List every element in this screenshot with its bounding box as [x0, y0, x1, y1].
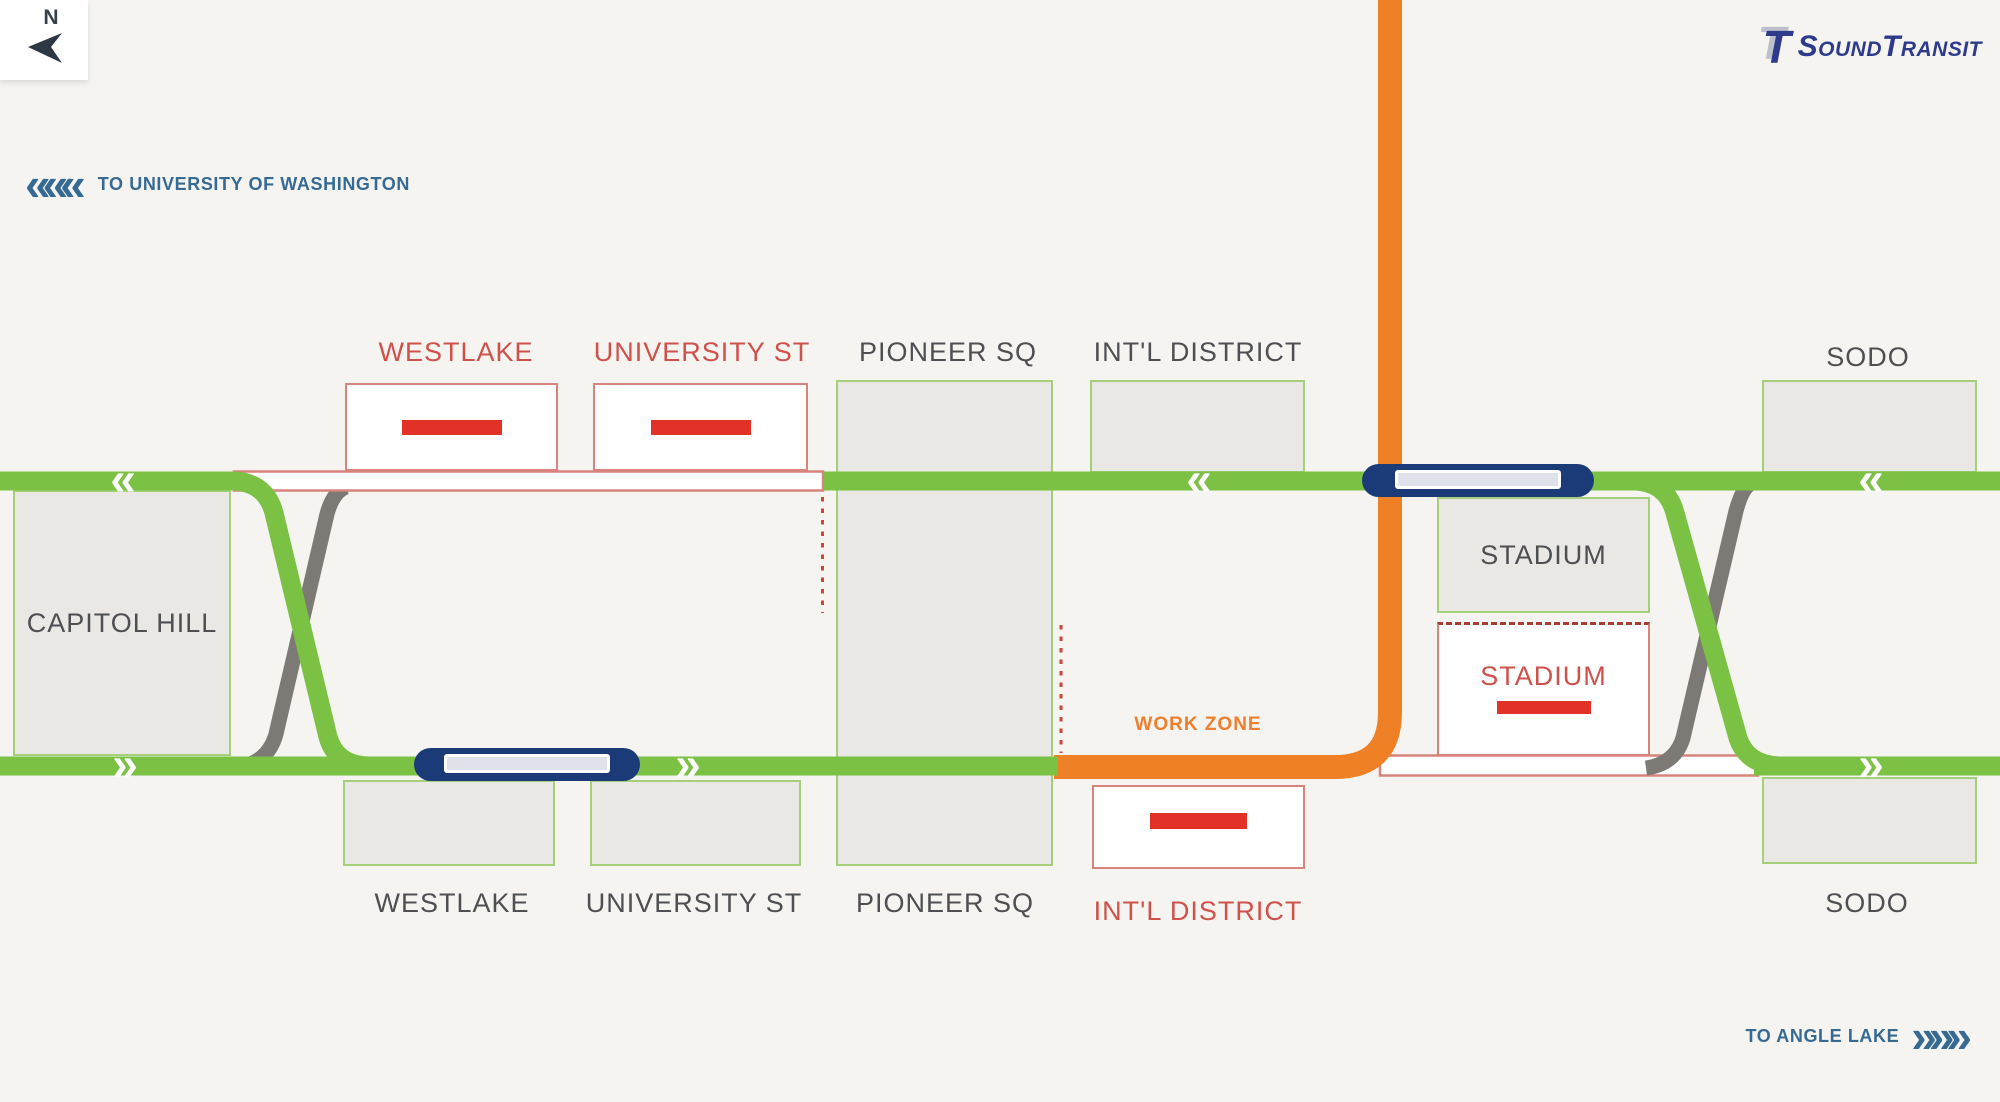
chevron-right-icon: »	[1858, 737, 1884, 790]
station-label-capitol-hill: CAPITOL HILL	[26, 607, 218, 638]
triple-chevron-right-icon: »»»	[1911, 1010, 1972, 1062]
direction-label: TO UNIVERSITY OF WASHINGTON	[97, 174, 410, 195]
gray-crossover-left	[236, 480, 350, 775]
work-zone-label: WORK ZONE	[1134, 714, 1262, 735]
station-box-stadium: STADIUM	[1437, 497, 1650, 613]
station-label-university-st-bottom: UNIVERSITY ST	[585, 888, 803, 918]
chevron-right-icon: »	[112, 737, 138, 790]
compass: N	[0, 0, 88, 80]
train-icon-window	[444, 754, 610, 773]
station-label-pioneer-sq-bottom: PIONEER SQ	[855, 888, 1035, 918]
closed-station-dash-stadium	[1496, 701, 1591, 714]
sound-transit-wordmark: SoundTransit	[1797, 30, 1982, 63]
closed-track-top	[232, 470, 825, 492]
station-label-westlake-top: WESTLAKE	[378, 337, 534, 367]
sound-transit-logo-mark: T	[1762, 21, 1791, 73]
closed-track-bottom	[1378, 754, 1760, 777]
station-label-pioneer-sq-top: PIONEER SQ	[858, 337, 1038, 367]
station-box-pioneer-sq	[836, 380, 1053, 866]
station-box-westlake-bottom	[343, 780, 555, 866]
north-arrow-icon	[28, 33, 62, 63]
direction-to-angle-lake: TO ANGLE LAKE »»»	[1745, 1010, 1972, 1062]
closed-station-box-stadium: STADIUM	[1437, 622, 1650, 756]
station-label-westlake-bottom: WESTLAKE	[374, 888, 530, 918]
sound-transit-logo: T SoundTransit	[1763, 24, 1982, 70]
chevron-left-icon: «	[110, 452, 136, 505]
station-box-sodo-bottom	[1762, 777, 1977, 864]
train-icon-bottom	[414, 748, 640, 781]
chevron-left-icon: «	[1858, 452, 1884, 505]
closed-station-dash-intl-district	[1150, 813, 1247, 829]
triple-chevron-left-icon: «««	[25, 158, 86, 210]
direction-label: TO ANGLE LAKE	[1745, 1026, 1900, 1047]
station-label-university-st-top: UNIVERSITY ST	[593, 337, 811, 367]
train-icon-window	[1395, 470, 1561, 489]
station-label-intl-district-top: INT'L DISTRICT	[1093, 337, 1303, 367]
closed-station-label-stadium: STADIUM	[1480, 661, 1607, 691]
station-box-university-st-bottom	[590, 780, 801, 866]
closed-station-box-intl-district	[1092, 785, 1305, 869]
station-box-sodo-top	[1762, 380, 1977, 473]
closed-station-dash-university-st	[650, 419, 751, 435]
compass-north-label: N	[43, 6, 59, 29]
station-label-stadium: STADIUM	[1480, 539, 1607, 570]
closed-station-box-university-st	[593, 383, 808, 471]
chevron-left-icon: «	[1186, 452, 1212, 505]
station-label-sodo-top: SODO	[1826, 342, 1910, 372]
closed-station-dash-westlake	[401, 419, 502, 435]
station-label-sodo-bottom: SODO	[1825, 888, 1909, 918]
station-box-capitol-hill: CAPITOL HILL	[13, 490, 231, 756]
train-icon-top	[1362, 464, 1594, 497]
closed-station-box-westlake	[345, 383, 558, 471]
station-label-intl-district-bottom: INT'L DISTRICT	[1093, 896, 1303, 926]
green-crossover-right	[1634, 471, 1781, 776]
gray-crossover-right	[1644, 477, 1755, 776]
direction-to-university-of-washington: ««« TO UNIVERSITY OF WASHINGTON	[25, 158, 410, 210]
chevron-right-icon: »	[675, 737, 701, 790]
